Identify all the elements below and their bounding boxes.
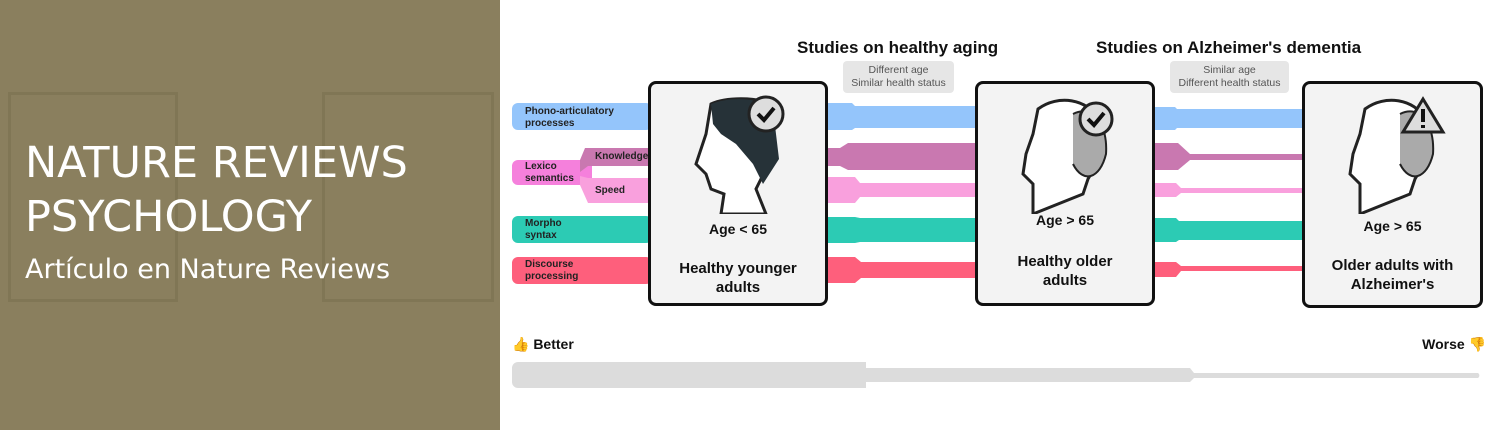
band-phono-label bbox=[512, 103, 652, 130]
banner-title-line2: PSYCHOLOGY bbox=[25, 192, 313, 242]
band-phono-seg2 bbox=[1153, 107, 1303, 130]
label-speed: Speed bbox=[595, 185, 626, 196]
group-age: Age > 65 bbox=[1036, 212, 1094, 228]
check-icon bbox=[747, 95, 785, 133]
banner-title-line1: NATURE REVIEWS bbox=[25, 138, 408, 188]
scale-better-label: 👍 Better bbox=[512, 336, 574, 352]
band-discourse-seg2 bbox=[1153, 262, 1303, 277]
label-phono: Phono-articulatory processes bbox=[525, 106, 614, 129]
group-card-young: Age < 65 Healthy younger adults bbox=[648, 81, 828, 306]
label-knowledge: Knowledge bbox=[595, 151, 649, 162]
heading-alzheimers: Studies on Alzheimer's dementia bbox=[1096, 38, 1362, 57]
comparison-tag-2: Similar age Different health status bbox=[1170, 61, 1289, 93]
band-knowledge-seg2 bbox=[1153, 143, 1303, 170]
band-speed-seg1 bbox=[826, 177, 975, 203]
label-lexico: Lexico semantics bbox=[525, 161, 574, 184]
blurred-card bbox=[322, 92, 494, 302]
band-morpho-seg2 bbox=[1153, 218, 1303, 242]
group-title: Healthy younger adults bbox=[679, 260, 797, 296]
older-head-icon bbox=[1021, 98, 1114, 214]
better-worse-scale-bar bbox=[512, 362, 1480, 388]
blurred-card bbox=[8, 92, 178, 302]
group-card-healthy-older: Age > 65 Healthy older adults bbox=[975, 81, 1155, 306]
band-knowledge-label bbox=[580, 148, 648, 172]
label-discourse: Discourse processing bbox=[525, 259, 579, 282]
group-age: Age < 65 bbox=[709, 221, 767, 237]
band-morpho-label bbox=[512, 216, 652, 243]
band-phono-seg1 bbox=[826, 103, 975, 130]
band-discourse-seg1 bbox=[826, 257, 975, 283]
group-age: Age > 65 bbox=[1363, 218, 1422, 234]
check-icon bbox=[1078, 101, 1114, 137]
band-lexico-label bbox=[512, 160, 592, 185]
band-morpho-seg1 bbox=[826, 217, 975, 243]
comparison-2-line2: Different health status bbox=[1178, 77, 1281, 89]
label-morpho: Morpho syntax bbox=[525, 218, 562, 241]
band-speed-label bbox=[580, 176, 648, 203]
group-card-alzheimers: Age > 65 Older adults with Alzheimer's bbox=[1302, 81, 1483, 308]
group-title: Healthy older adults bbox=[1017, 253, 1113, 289]
young-head-icon bbox=[694, 95, 785, 214]
scale-worse-label: Worse 👎 bbox=[1422, 336, 1486, 352]
group-title: Older adults with Alzheimer's bbox=[1331, 257, 1454, 293]
alzheimers-head-icon bbox=[1348, 96, 1446, 214]
band-speed-seg2 bbox=[1153, 183, 1303, 197]
comparison-1-line1: Different age bbox=[868, 64, 929, 76]
diagram: Phono-articulatory processes Lexico sema… bbox=[500, 0, 1500, 430]
band-discourse-label bbox=[512, 257, 652, 284]
comparison-1-line2: Similar health status bbox=[851, 77, 946, 89]
comparison-2-line1: Similar age bbox=[1203, 64, 1256, 76]
flow-bands bbox=[512, 103, 1480, 388]
banner-panel: NATURE REVIEWS PSYCHOLOGY Artículo en Na… bbox=[0, 0, 500, 430]
comparison-tag-1: Different age Similar health status bbox=[843, 61, 954, 93]
banner-subtitle: Artículo en Nature Reviews bbox=[25, 254, 391, 285]
heading-healthy-aging: Studies on healthy aging bbox=[797, 38, 999, 57]
band-knowledge-seg1 bbox=[826, 143, 975, 170]
